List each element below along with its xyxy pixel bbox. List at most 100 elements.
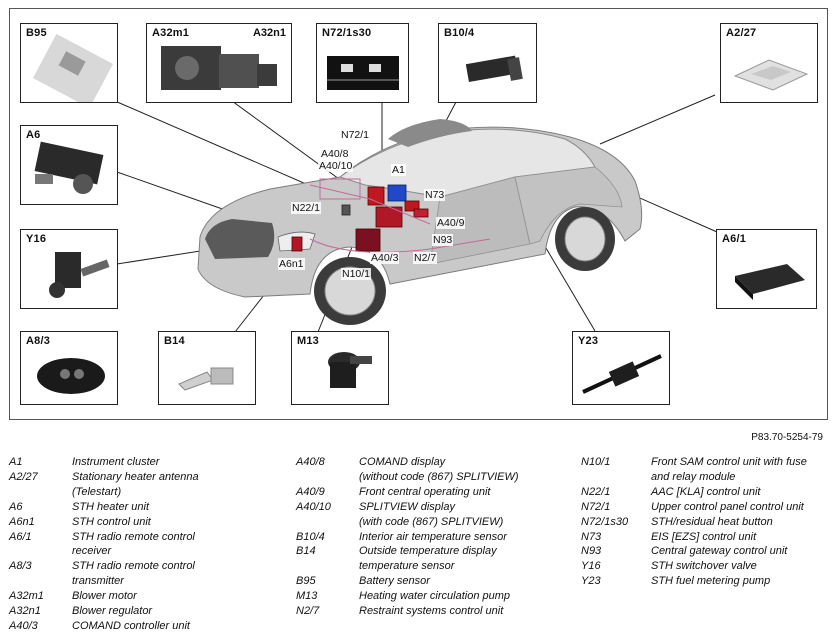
callout-a40-8: A40/8	[320, 148, 350, 160]
legend-description: Instrument cluster	[72, 456, 160, 468]
b14-label: B14	[164, 335, 185, 347]
legend-row: Y16 STH switchover valve	[581, 559, 831, 574]
legend-description: Heating water circulation pump	[359, 590, 511, 603]
legend-code: A8/3	[9, 560, 32, 573]
legend-description: EIS [EZS] control unit	[651, 530, 757, 543]
b10-4-box: B10/4	[438, 23, 537, 103]
a8-3-box: A8/3	[20, 331, 118, 405]
legend-code: A40/3	[9, 619, 38, 632]
legend-column-2: A40/8 COMAND display (without code (867) …	[296, 455, 566, 619]
legend-description: SPLITVIEW display (with code (867) SPLIT…	[359, 500, 504, 528]
legend-code: Y23	[581, 575, 601, 588]
callout-n93: N93	[432, 234, 454, 246]
legend-code: N22/1	[581, 485, 611, 498]
callout-n72-1: N72/1	[340, 129, 371, 141]
legend-row: A6 STH heater unit	[9, 500, 274, 515]
callout-n10-1: N10/1	[341, 268, 372, 280]
legend-row: A1 Instrument cluster	[9, 455, 274, 470]
b95-label: B95	[26, 27, 47, 39]
legend-row: A40/9 Front central operating unit	[296, 485, 566, 500]
legend-code: A32n1	[9, 605, 41, 618]
legend-description: COMAND display (without code (867) SPLIT…	[359, 456, 519, 483]
legend-row: A2/27 Stationary heater antenna (Telestar…	[9, 470, 274, 500]
legend-code: A6/1	[9, 530, 32, 543]
a2-27-label: A2/27	[726, 27, 757, 39]
circulation-pump-icon	[328, 352, 372, 388]
n72-1s30-box: N72/1s30	[316, 23, 409, 103]
legend-description: Front central operating unit	[359, 485, 491, 498]
legend-description: STH/residual heat button	[651, 515, 773, 528]
legend-row: N2/7 Restraint systems control unit	[296, 604, 566, 619]
remote-receiver-icon	[735, 264, 805, 300]
outside-temp-sensor-icon	[178, 367, 234, 391]
fuel-metering-pump-icon	[582, 354, 662, 394]
sth-button-icon	[327, 56, 399, 90]
legend-code: N10/1	[581, 456, 611, 468]
a6-1-label: A6/1	[722, 233, 747, 245]
a32m1-label: A32m1	[152, 27, 190, 39]
legend-code: Y16	[581, 560, 601, 573]
legend-code: A2/27	[9, 470, 38, 483]
a6-label: A6	[26, 129, 41, 141]
legend-row: A40/3 COMAND controller unit	[9, 619, 274, 634]
n72-1s30-label: N72/1s30	[322, 27, 372, 39]
legend-description: COMAND controller unit	[72, 619, 190, 632]
callout-a40-3: A40/3	[370, 252, 400, 264]
remote-transmitter-icon	[37, 358, 105, 394]
legend-code: A40/10	[296, 500, 331, 513]
legend-description: STH heater unit	[72, 500, 150, 513]
legend-code: A6n1	[9, 515, 35, 528]
component-location-diagram: B95 A32m1 A32n1 N72/1s30 B10/4	[9, 8, 828, 420]
b95-box: B95	[20, 23, 118, 103]
b14-box: B14	[158, 331, 256, 405]
a32-box: A32m1 A32n1	[146, 23, 292, 103]
interior-temp-sensor-icon	[465, 55, 523, 83]
legend-row: N22/1 AAC [KLA] control unit	[581, 485, 831, 500]
m13-box: M13	[291, 331, 389, 405]
y16-label: Y16	[26, 233, 47, 245]
legend-code: A32m1	[9, 590, 44, 603]
blower-motor-icon	[161, 46, 277, 90]
legend-description: AAC [KLA] control unit	[651, 485, 761, 498]
legend-row: N72/1 Upper control panel control unit	[581, 500, 831, 515]
legend-description: Upper control panel control unit	[651, 500, 804, 513]
legend-row: M13 Heating water circulation pump	[296, 589, 566, 604]
legend-code: M13	[296, 590, 318, 603]
battery-sensor-icon	[33, 33, 113, 102]
legend-code: A40/9	[296, 485, 325, 498]
legend-description: STH switchover valve	[651, 560, 757, 573]
callout-a1: A1	[391, 164, 406, 176]
legend-description: Restraint systems control unit	[359, 605, 504, 618]
legend-row: A40/10 SPLITVIEW display (with code (867)…	[296, 500, 566, 530]
figure-reference: P83.70-5254-79	[751, 432, 823, 443]
legend-row: A40/8 COMAND display (without code (867) …	[296, 455, 566, 485]
legend-code: B14	[296, 545, 316, 558]
callout-n73: N73	[424, 189, 446, 201]
legend-description: Blower regulator	[72, 605, 153, 618]
callout-n22-1: N22/1	[291, 202, 322, 214]
a8-3-label: A8/3	[26, 335, 51, 347]
legend-description: STH radio remote control transmitter	[72, 560, 195, 588]
legend-description: Central gateway control unit	[651, 545, 788, 558]
legend-code: N72/1	[581, 500, 611, 513]
callout-a40-9: A40/9	[436, 217, 466, 229]
legend-description: STH control unit	[72, 515, 151, 528]
legend-row: A6n1 STH control unit	[9, 515, 274, 530]
car-body	[197, 119, 643, 325]
internal-components	[291, 178, 491, 253]
legend-description: STH radio remote control receiver	[72, 530, 195, 558]
heater-unit-icon	[34, 141, 104, 194]
legend-code: N2/7	[296, 605, 320, 618]
callout-a6n1: A6n1	[278, 258, 305, 270]
legend-code: A1	[9, 456, 23, 468]
switchover-valve-icon	[49, 252, 110, 298]
legend-description: Stationary heater antenna (Telestart)	[72, 470, 199, 498]
legend-code: A40/8	[296, 456, 325, 468]
legend-code: A6	[9, 500, 23, 513]
